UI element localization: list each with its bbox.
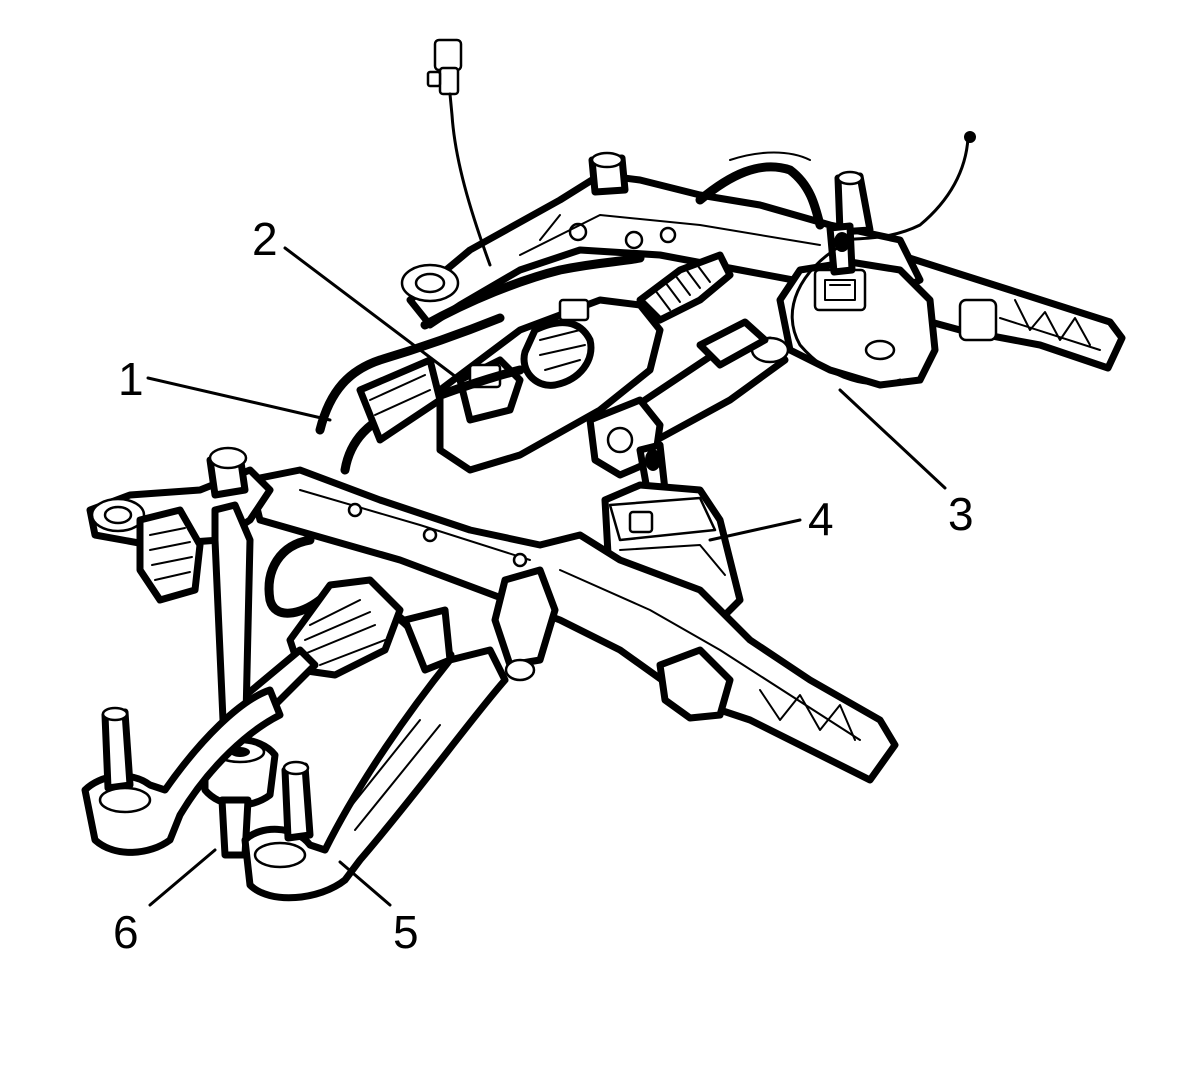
right-lower-control-arm (241, 646, 509, 902)
stabilizer-bar (315, 313, 525, 475)
callout-leaders (146, 246, 947, 907)
steering-gear (436, 251, 734, 474)
right-lower-frame-rail (491, 566, 734, 722)
steering-gear-input (586, 396, 669, 499)
left-wheel-speed-sensor (426, 38, 492, 267)
front-crossmember (246, 466, 899, 784)
callout-4: 4 (808, 493, 834, 545)
left-lower-control-arm (81, 686, 284, 856)
left-tie-rod (201, 501, 279, 859)
callout-3: 3 (948, 488, 974, 540)
callout-5: 5 (393, 906, 419, 958)
callout-2: 2 (252, 213, 278, 265)
rear-stabilizer-bar (420, 151, 825, 330)
right-wheel-speed-sensor-wire (790, 131, 976, 386)
callout-6: 6 (113, 906, 139, 958)
rear-crossmember (400, 151, 924, 329)
right-engine-mount (776, 222, 939, 389)
callout-1: 1 (118, 353, 144, 405)
